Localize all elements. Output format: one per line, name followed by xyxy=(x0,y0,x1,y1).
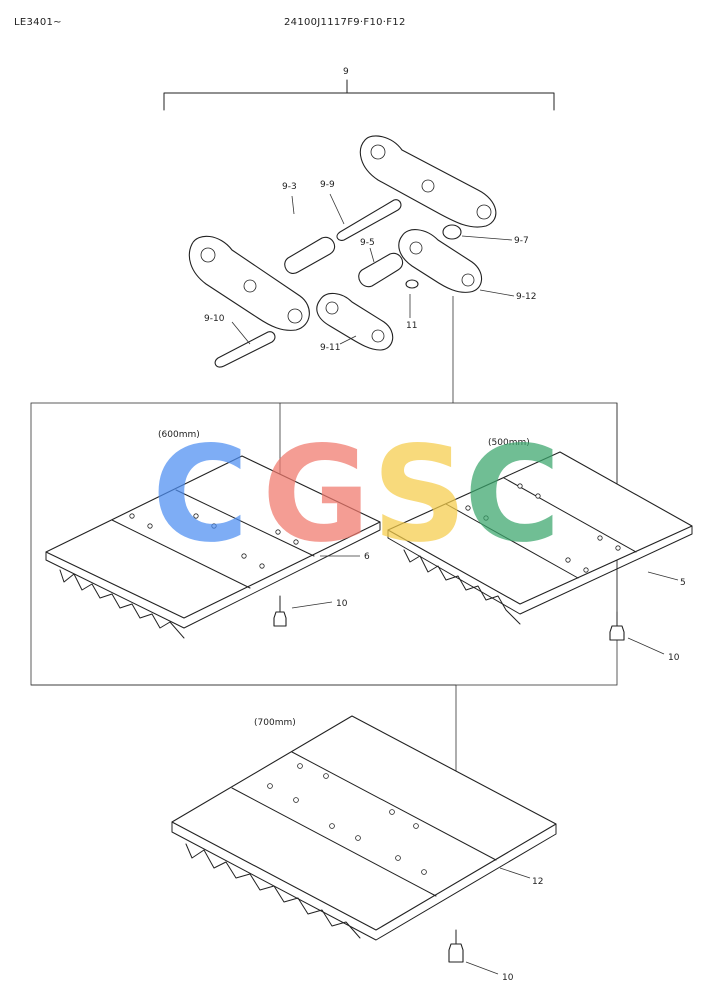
pin-9-9 xyxy=(336,199,402,241)
label-9-7: 9-7 xyxy=(514,236,529,246)
link-hole xyxy=(325,301,339,315)
label-9-10: 9-10 xyxy=(204,314,225,324)
bolt-700 xyxy=(448,943,464,963)
track-link-chain: 9-3 9-9 9-7 9-5 9-12 9-10 9-11 11 xyxy=(188,135,536,368)
label-shoe-500-part: 5 xyxy=(680,578,686,588)
part-number-title: 24100J1117F9·F10·F12 xyxy=(284,17,406,28)
track-shoe-500: 5 (500mm) 10 xyxy=(387,438,693,663)
label-9-11: 9-11 xyxy=(320,343,340,353)
link-plate-9-11 xyxy=(316,292,394,351)
label-11: 11 xyxy=(406,321,417,331)
watermark-letter: G xyxy=(262,418,370,572)
link-hole xyxy=(461,273,475,287)
link-hole xyxy=(370,144,386,160)
label-shoe-700-part: 12 xyxy=(532,877,543,887)
label-shoe-700-bolt: 10 xyxy=(502,973,514,983)
label-9-9: 9-9 xyxy=(320,180,335,190)
bolt-600 xyxy=(273,611,287,627)
seal-9-7 xyxy=(442,224,462,240)
label-shoe-500-bolt: 10 xyxy=(668,653,680,663)
label-assembly-9: 9 xyxy=(343,67,349,77)
link-hole xyxy=(243,279,257,293)
link-hole xyxy=(200,247,216,263)
watermark-letter: C xyxy=(152,418,249,572)
bolt-500 xyxy=(609,625,625,641)
assembly-bracket: 9 xyxy=(163,67,555,111)
cgsc-watermark: C G S C xyxy=(152,418,561,572)
label-9-12: 9-12 xyxy=(516,292,536,302)
label-9-5: 9-5 xyxy=(360,238,375,248)
track-shoe-600: 6 (600mm) 10 xyxy=(45,430,381,639)
label-shoe-700-width: (700mm) xyxy=(254,718,296,728)
label-shoe-500-width: (500mm) xyxy=(488,438,530,448)
link-hole xyxy=(421,179,435,193)
link-hole xyxy=(287,308,303,324)
label-9-3: 9-3 xyxy=(282,182,297,192)
link-hole xyxy=(371,329,385,343)
watermark-letter: S xyxy=(372,418,467,572)
bushing-9-3 xyxy=(284,236,336,274)
watermark-letter: C xyxy=(464,418,561,572)
nut-11 xyxy=(405,279,419,289)
pin-9-10 xyxy=(214,331,276,368)
label-shoe-600-part: 6 xyxy=(364,552,370,562)
bushing-9-5 xyxy=(358,252,404,288)
label-shoe-600-width: (600mm) xyxy=(158,430,200,440)
model-code: LE3401~ xyxy=(14,17,62,28)
label-shoe-600-bolt: 10 xyxy=(336,599,348,609)
track-shoe-700: 12 (700mm) 10 xyxy=(171,715,557,983)
link-hole xyxy=(409,241,423,255)
link-hole xyxy=(476,204,492,220)
